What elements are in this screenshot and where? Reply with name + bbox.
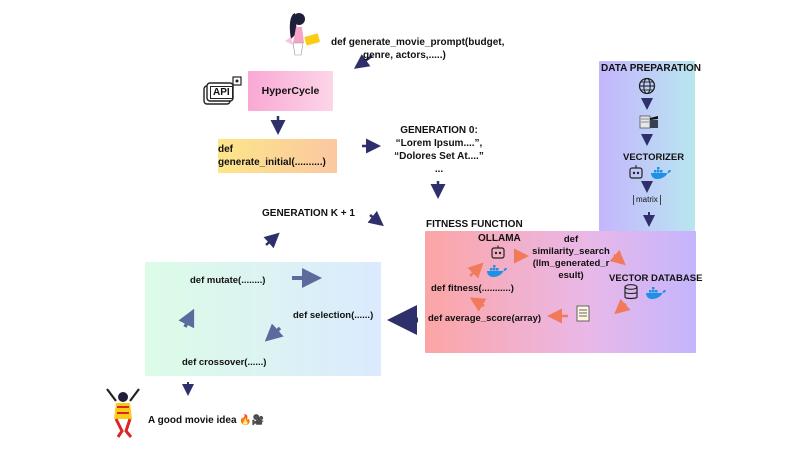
globe-icon [638,77,656,95]
generation-0-line1: “Lorem Ipsum....”, [395,138,483,149]
similarity-line4: esult) [558,270,584,281]
similarity-line2: similarity_search [532,246,610,257]
api-icon: API [203,76,243,108]
generation-k-label: GENERATION K + 1 [262,208,355,219]
generation-0-line2: “Dolores Set At....” [394,151,484,162]
mutate-label: def mutate(........) [190,275,266,286]
ollama-robot-icon [491,245,505,259]
similarity-line3: (llm_generated_r [532,258,610,269]
generate-initial-label: def generate_initial(..........) [218,144,326,168]
prompt-text: def generate_movie_prompt(budget, genre,… [331,36,504,62]
arrow-selection-to-crossover [264,323,284,342]
generation-0-line3: ... [434,164,444,175]
arrow-evolution-to-generationk [263,232,280,249]
document-icon [576,305,590,322]
woman-laptop-illustration [285,13,320,56]
similarity-search-label: def similarity_search (llm_generated_r e… [530,234,612,282]
hypercycle-label: HyperCycle [261,84,320,97]
data-preparation-panel [599,61,695,231]
celebrating-person-illustration [106,388,140,438]
prompt-line1: def generate_movie_prompt(budget, [331,37,505,48]
fitness-label: def fitness(...........) [431,283,514,294]
generation-0-block: GENERATION 0: “Lorem Ipsum....”, “Dolore… [391,124,487,176]
arrow-prompt-to-hypercycle [353,54,373,69]
arrow-generationk-to-fitness [367,210,384,227]
ollama-docker-icon [487,265,507,277]
result-label: A good movie idea 🔥🎥 [148,415,265,426]
arrow-vectordb-to-doc [614,298,631,315]
ollama-label: OLLAMA [478,233,521,244]
docker-icon [651,167,671,179]
crossover-label: def crossover(......) [182,357,267,368]
matrix-label: matrix [633,195,661,205]
database-icon [624,284,638,300]
arrow-fitness-to-ollama [467,262,484,279]
selection-label: def selection(......) [293,310,374,321]
fitness-function-title: FITNESS FUNCTION [426,219,523,230]
prompt-line2: genre, actors,.....) [363,50,446,61]
api-icon-label: API [210,86,233,99]
generation-0-title: GENERATION 0: [400,125,478,136]
hypercycle-box: HyperCycle [248,71,333,111]
film-clapper-icon [639,115,658,129]
arrow-crossover-to-mutate [178,308,195,329]
vectordb-docker-icon [646,287,666,299]
vectorizer-label: VECTORIZER [623,152,685,163]
data-preparation-title: DATA PREPARATION [601,63,701,74]
arrow-similarity-to-vectordb [609,249,626,266]
arrow-average-to-fitness [469,297,487,312]
similarity-line1: def [563,234,579,245]
generate-initial-box: def generate_initial(..........) [218,139,337,173]
robot-icon [629,165,643,179]
average-score-label: def average_score(array) [428,313,542,324]
vector-database-label: VECTOR DATABASE [609,273,703,284]
